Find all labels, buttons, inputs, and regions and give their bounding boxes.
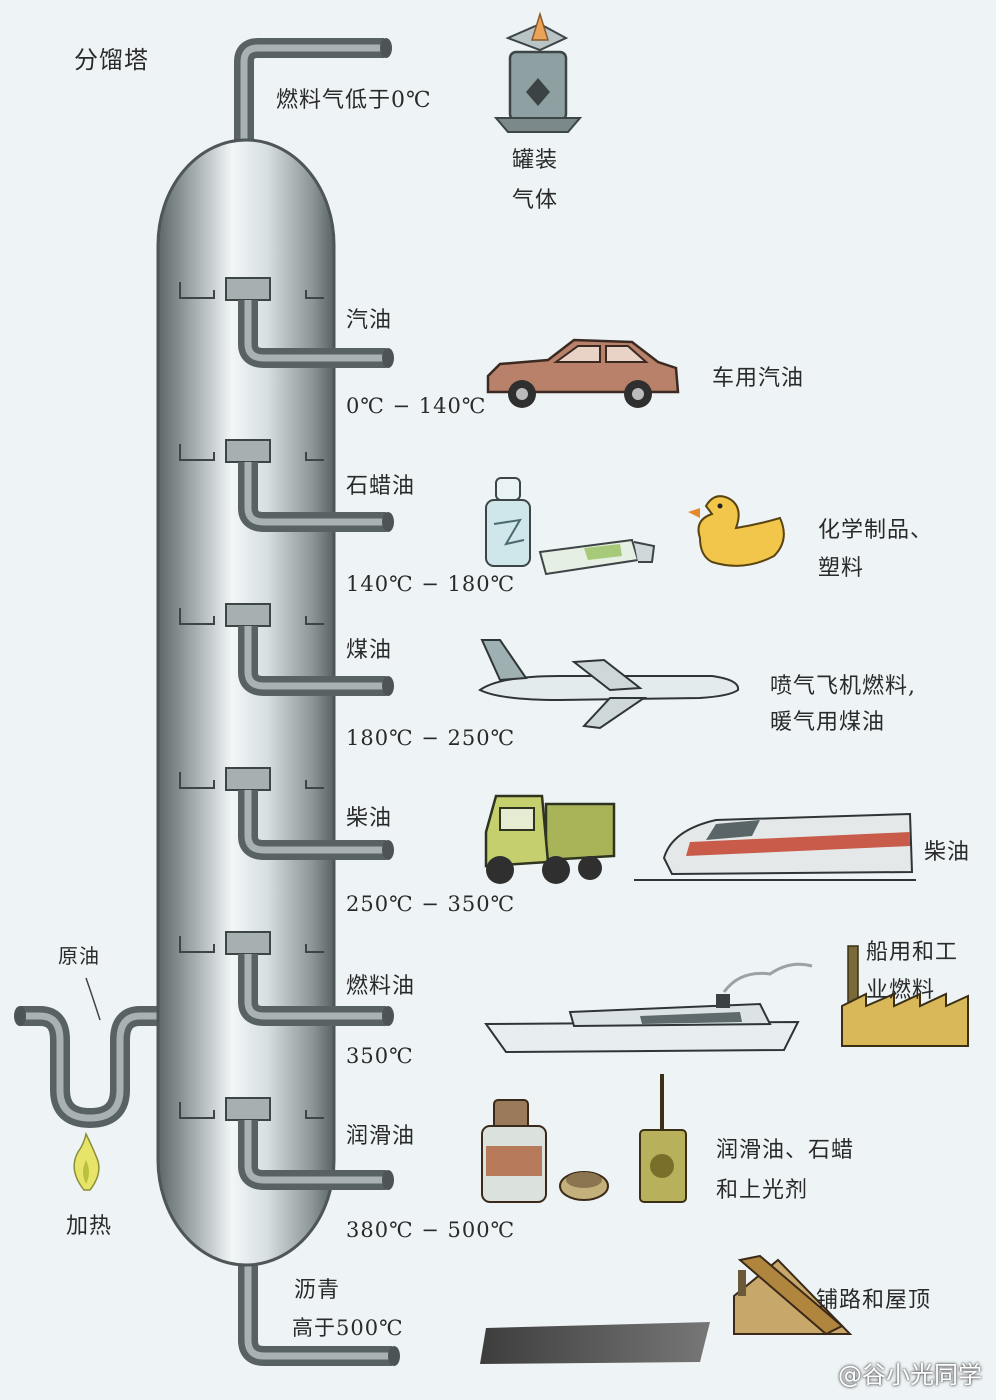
outlet-pipe-2 — [238, 626, 394, 696]
outlet-pipe-1 — [238, 462, 394, 532]
oil-can-icon — [639, 1074, 687, 1203]
bottle-icon — [485, 477, 531, 567]
fraction-name-bitumen: 沥青 — [294, 1278, 341, 1303]
factory-icon — [841, 945, 969, 1047]
flame-icon — [73, 1131, 100, 1191]
wax-tin-icon — [559, 1171, 609, 1201]
fraction-use-kerosene-1: 喷气飞机燃料, — [770, 674, 916, 699]
rubber-duck-icon — [688, 495, 785, 567]
gas-canister-icon — [493, 11, 583, 133]
fraction-name-diesel: 柴油 — [346, 806, 393, 831]
gas-use-line1: 罐装 — [512, 148, 559, 173]
outlet-pipe-4 — [238, 954, 394, 1026]
fraction-range-bitumen: 高于500℃ — [292, 1316, 404, 1340]
ship-icon — [484, 962, 813, 1054]
fraction-use-fuel-oil-1: 船用和工 — [866, 940, 959, 965]
airplane-icon — [478, 639, 740, 730]
fraction-name-paraffin: 石蜡油 — [346, 474, 416, 499]
crude-oil-label: 原油 — [58, 944, 100, 968]
fraction-use-fuel-oil-2: 业燃料 — [866, 978, 936, 1003]
tray-2 — [179, 603, 324, 627]
fraction-name-lubricant: 润滑油 — [346, 1124, 416, 1149]
fraction-use-paraffin-1: 化学制品、 — [818, 518, 934, 543]
fraction-range-gasoline: 0℃ − 140℃ — [346, 394, 487, 418]
dump-truck-icon — [484, 794, 616, 884]
fraction-use-gasoline: 车用汽油 — [712, 366, 805, 391]
crude-inlet-pipe — [20, 1006, 170, 1128]
heat-label: 加热 — [66, 1214, 113, 1239]
house-roof-icon — [733, 1254, 853, 1336]
fraction-use-lubricant-2: 和上光剂 — [716, 1178, 809, 1203]
fraction-range-diesel: 250℃ − 350℃ — [346, 892, 516, 916]
diagram-title: 分馏塔 — [74, 46, 149, 74]
tray-4 — [179, 931, 324, 955]
watermark: @谷小光同学 — [838, 1361, 982, 1389]
paint-tube-icon — [538, 538, 656, 576]
fraction-range-lubricant: 380℃ − 500℃ — [346, 1218, 516, 1242]
gas-use-line2: 气体 — [512, 188, 559, 213]
fraction-name-gasoline: 汽油 — [346, 308, 393, 333]
fraction-range-kerosene: 180℃ − 250℃ — [346, 726, 516, 750]
fraction-use-paraffin-2: 塑料 — [818, 556, 865, 581]
outlet-pipe-5 — [238, 1120, 394, 1190]
fraction-range-fuel-oil: 350℃ — [346, 1044, 414, 1068]
car-icon — [486, 338, 680, 408]
fraction-name-fuel-oil: 燃料油 — [346, 974, 416, 999]
distillation-tower — [156, 138, 336, 1267]
gas-fraction-label: 燃料气低于0℃ — [276, 88, 432, 113]
road-icon — [480, 1322, 710, 1364]
fraction-name-kerosene: 煤油 — [346, 638, 393, 663]
fraction-use-bitumen: 铺路和屋顶 — [816, 1288, 932, 1313]
lubricant-jar-icon — [481, 1099, 547, 1203]
fraction-use-lubricant-1: 润滑油、石蜡 — [716, 1138, 855, 1163]
fraction-use-diesel: 柴油 — [924, 840, 971, 865]
train-icon — [634, 812, 916, 881]
fraction-use-kerosene-2: 暖气用煤油 — [770, 710, 886, 735]
fraction-range-paraffin: 140℃ − 180℃ — [346, 572, 516, 596]
outlet-pipe-3 — [238, 790, 394, 860]
outlet-pipe-0 — [238, 300, 394, 368]
